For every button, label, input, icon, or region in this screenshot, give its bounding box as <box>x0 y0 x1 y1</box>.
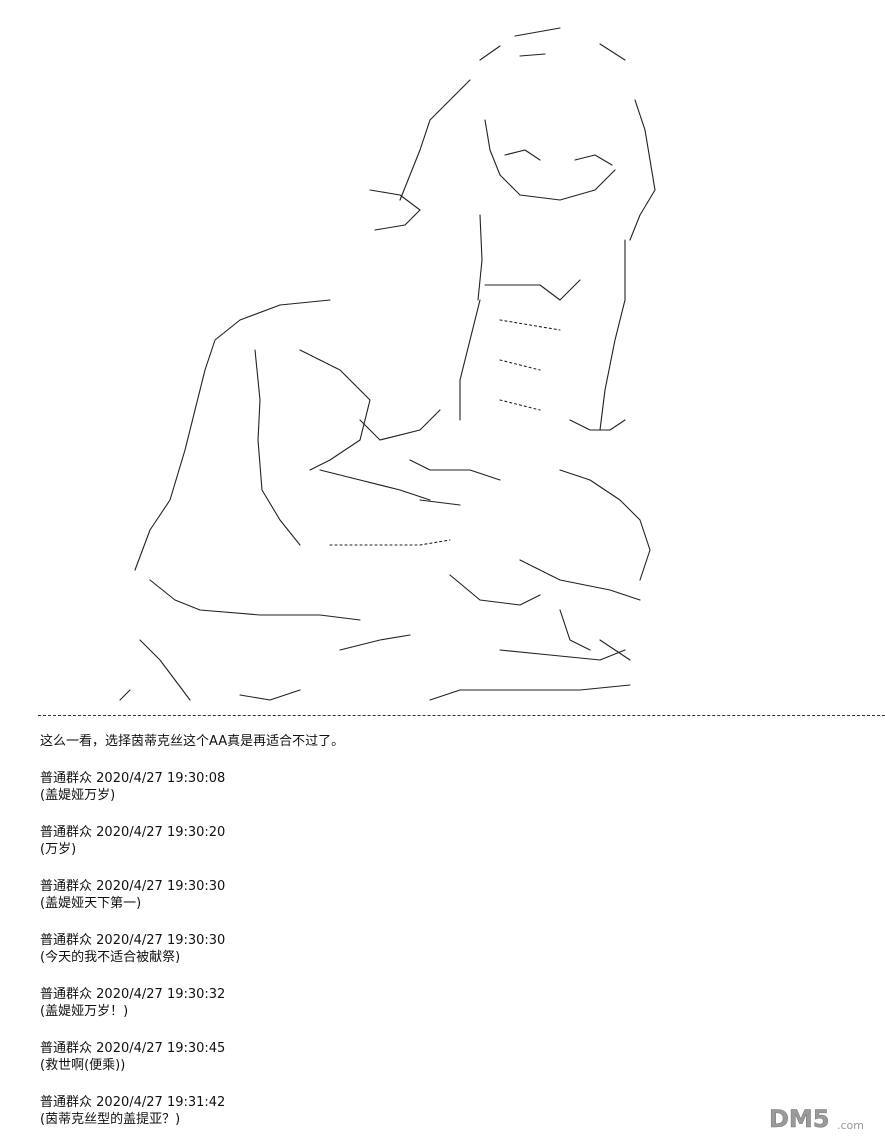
comment-body: (盖媞娅万岁！) <box>40 1004 129 1019</box>
comment-meta: 普通群众 2020/4/27 19:30:08 <box>40 770 880 787</box>
comment-1: 普通群众 2020/4/27 19:30:08 (盖媞娅万岁) <box>40 770 880 804</box>
bottom-line <box>119 634 411 701</box>
right-sleeve <box>559 469 651 581</box>
lap-line <box>329 539 451 546</box>
comment-body: (盖媞娅天下第一) <box>40 896 142 911</box>
comment-meta: 普通群众 2020/4/27 19:30:32 <box>40 986 880 1003</box>
comment-timestamp: 2020/4/27 19:30:45 <box>96 1041 226 1056</box>
eye-left <box>504 149 541 161</box>
hair-right-line <box>629 99 656 241</box>
comment-body: (今天的我不适合被献祭) <box>40 950 181 965</box>
chest-line <box>459 299 481 421</box>
left-arm-outer <box>134 369 206 571</box>
comment-timestamp: 2020/4/27 19:30:08 <box>96 771 226 786</box>
comment-meta: 普通群众 2020/4/27 19:30:45 <box>40 1040 880 1057</box>
right-body-line <box>599 239 626 431</box>
hat-left <box>369 189 421 231</box>
comment-body: (盖媞娅万岁) <box>40 788 116 803</box>
cross-line <box>359 409 441 441</box>
collar-line <box>484 279 581 301</box>
comment-author: 普通群众 <box>40 825 93 840</box>
comment-timestamp: 2020/4/27 19:30:32 <box>96 987 226 1002</box>
comment-meta: 普通群众 2020/4/27 19:30:30 <box>40 878 880 895</box>
comment-timestamp: 2020/4/27 19:30:30 <box>96 933 226 948</box>
intro-text: 这么一看，选择茵蒂克丝这个AA真是再适合不过了。 <box>40 734 345 749</box>
comment-timestamp: 2020/4/27 19:30:20 <box>96 825 226 840</box>
right-hand <box>569 419 626 431</box>
comment-body: (万岁) <box>40 842 77 857</box>
comment-6: 普通群众 2020/4/27 19:30:45 (救世啊(便乘)) <box>40 1040 880 1074</box>
lower-fold <box>559 609 631 661</box>
left-shoulder <box>204 299 331 371</box>
leg-line-left <box>139 639 191 701</box>
comment-7: 普通群众 2020/4/27 19:31:42 (茵蒂克丝型的盖提亚？) <box>40 1094 880 1128</box>
neck-line <box>477 214 483 301</box>
robe-fold <box>409 459 501 506</box>
watermark-text: DM5 <box>769 1105 830 1133</box>
skirt-left <box>149 579 361 621</box>
dm5-watermark-logo: DM5 .com <box>769 1105 864 1133</box>
comment-body: (救世啊(便乘)) <box>40 1058 126 1073</box>
post-content: 这么一看，选择茵蒂克丝这个AA真是再适合不过了。 普通群众 2020/4/27 … <box>40 733 880 1148</box>
comment-author: 普通群众 <box>40 1041 93 1056</box>
separator-line <box>38 715 885 716</box>
eye-right <box>574 154 613 166</box>
comment-author: 普通群众 <box>40 771 93 786</box>
watermark-suffix: .com <box>837 1119 864 1132</box>
comment-author: 普通群众 <box>40 1095 93 1110</box>
comment-2: 普通群众 2020/4/27 19:30:20 (万岁) <box>40 824 880 858</box>
comment-body: (茵蒂克丝型的盖提亚？) <box>40 1112 181 1127</box>
comment-timestamp: 2020/4/27 19:31:42 <box>96 1095 226 1110</box>
comment-author: 普通群众 <box>40 933 93 948</box>
hand-line <box>319 469 431 501</box>
face-line <box>484 119 616 201</box>
comment-author: 普通群众 <box>40 987 93 1002</box>
skirt-right <box>519 559 641 601</box>
book-line <box>449 574 541 606</box>
hair-top-line <box>479 27 626 61</box>
comment-meta: 普通群众 2020/4/27 19:31:42 <box>40 1094 880 1111</box>
comment-timestamp: 2020/4/27 19:30:30 <box>96 879 226 894</box>
comment-author: 普通群众 <box>40 879 93 894</box>
leg-line-right <box>499 649 626 661</box>
decor-dots <box>499 319 561 411</box>
ascii-art-illustration <box>119 27 656 701</box>
comment-4: 普通群众 2020/4/27 19:30:30 (今天的我不适合被献祭) <box>40 932 880 966</box>
comment-5: 普通群众 2020/4/27 19:30:32 (盖媞娅万岁！) <box>40 986 880 1020</box>
comment-3: 普通群众 2020/4/27 19:30:30 (盖媞娅天下第一) <box>40 878 880 912</box>
comment-meta: 普通群众 2020/4/27 19:30:20 <box>40 824 880 841</box>
hair-left-line <box>399 79 471 201</box>
foot-line <box>429 684 631 701</box>
arm-sleeve <box>299 349 371 471</box>
left-arm-inner <box>254 349 301 546</box>
comment-meta: 普通群众 2020/4/27 19:30:30 <box>40 932 880 949</box>
